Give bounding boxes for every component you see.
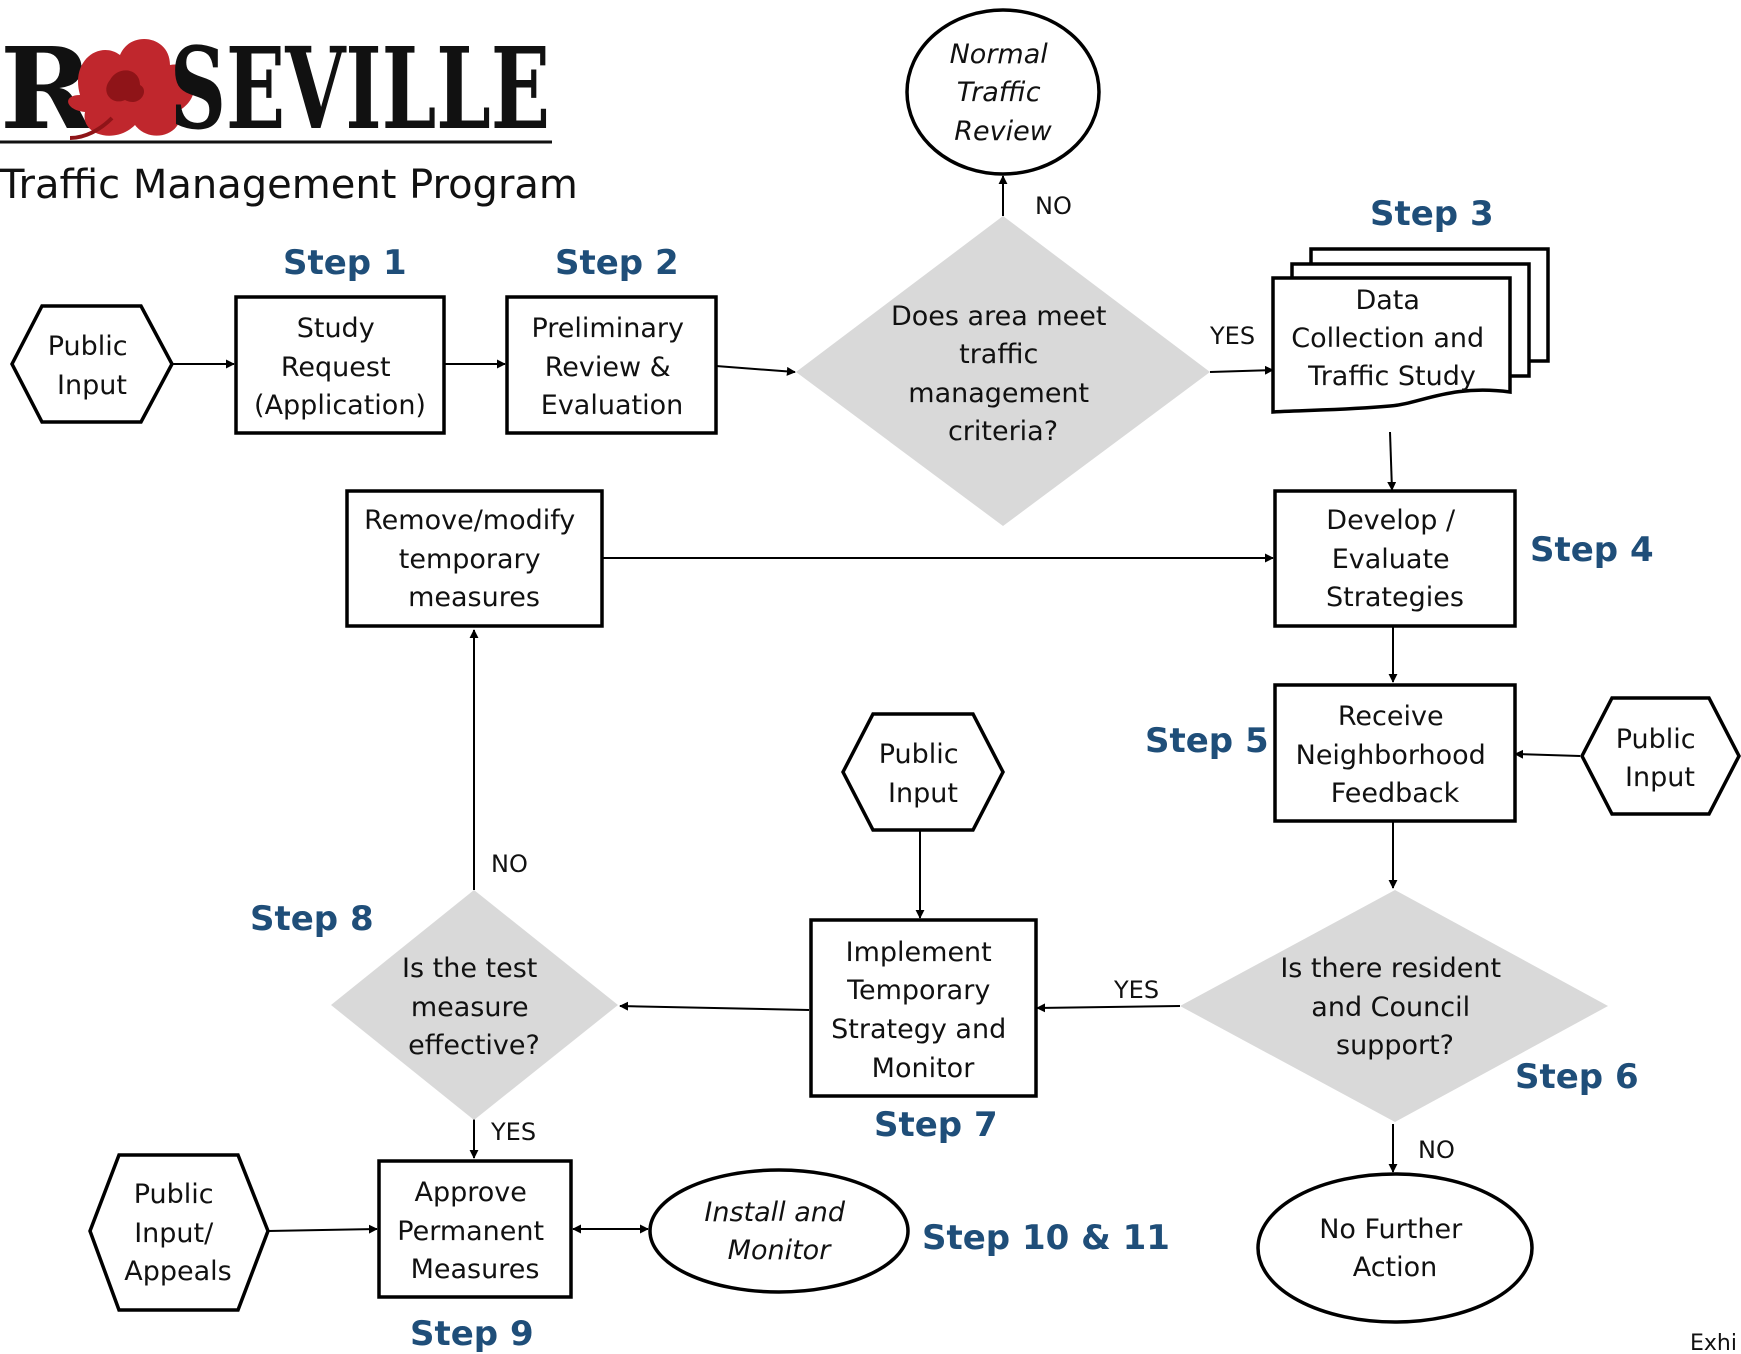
preliminary-review-box: Preliminary Review & Evaluation: [505, 295, 718, 435]
no-further-action-text: No Further Action: [1319, 1214, 1471, 1283]
implement-temporary-box: Implement Temporary Strategy and Monitor: [809, 918, 1038, 1098]
test-decision-diamond: Is the test measure effective?: [331, 890, 618, 1120]
study-request-box: Study Request (Application): [234, 295, 446, 435]
support-decision-text: Is there resident and Council support?: [1280, 953, 1509, 1061]
arrow-support-to-implement: [1036, 1003, 1181, 1013]
arrow-criteria-to-data: [1209, 365, 1274, 375]
public-input-feedback: Public Input: [1580, 696, 1741, 816]
no-further-action-ellipse: No Further Action: [1256, 1172, 1534, 1324]
step-1-label: Step 1: [283, 243, 407, 283]
develop-strategies-box: Develop / Evaluate Strategies: [1273, 489, 1517, 628]
approve-permanent-text: Approve Permanent Measures: [397, 1177, 552, 1285]
step-6-label: Step 6: [1515, 1057, 1639, 1097]
public-input-start: Public Input: [10, 304, 174, 424]
normal-traffic-review-text: Normal Traffic Review: [950, 39, 1057, 147]
public-input-implement: Public Input: [841, 712, 1005, 832]
public-input-feedback-text: Public Input: [1616, 724, 1705, 793]
data-collection-documents: Data Collection and Traffic Study: [1271, 247, 1550, 414]
step-9-label: Step 9: [410, 1314, 534, 1354]
step-2-label: Step 2: [555, 243, 679, 283]
arrow-implement-to-test: [619, 1001, 810, 1011]
study-request-text: Study Request (Application): [254, 313, 426, 421]
step-7-label: Step 7: [874, 1105, 998, 1145]
arrow-public2-to-feedback: [1514, 749, 1581, 759]
remove-modify-box: Remove/modify temporary measures: [345, 489, 604, 628]
develop-strategies-text: Develop / Evaluate Strategies: [1326, 505, 1464, 613]
step-4-label: Step 4: [1530, 530, 1654, 570]
step-5-label: Step 5: [1145, 721, 1269, 761]
arrow-review-to-criteria: [715, 365, 796, 376]
neighborhood-feedback-box: Receive Neighborhood Feedback: [1273, 683, 1517, 823]
criteria-decision-diamond: Does area meet traffic management criter…: [796, 216, 1210, 526]
data-collection-text: Data Collection and Traffic Study: [1291, 285, 1493, 392]
edge-label-yes-support: YES: [1113, 976, 1159, 1004]
install-monitor-text: Install and Monitor: [704, 1197, 853, 1266]
approve-permanent-box: Approve Permanent Measures: [377, 1159, 573, 1299]
neighborhood-feedback-text: Receive Neighborhood Feedback: [1296, 701, 1495, 809]
edge-label-no-test: NO: [491, 850, 528, 878]
edge-label-yes-criteria: YES: [1209, 322, 1255, 350]
step-8-label: Step 8: [250, 899, 374, 939]
criteria-decision-text: Does area meet traffic management criter…: [891, 301, 1115, 447]
logo-wordmark-r: R: [0, 24, 94, 155]
install-monitor-ellipse: Install and Monitor: [648, 1168, 910, 1294]
program-title: Traffic Management Program: [0, 162, 578, 208]
arrow-data-to-develop: [1387, 431, 1397, 491]
connectors: [172, 175, 1581, 1234]
arrow-appeals-to-approve: [267, 1224, 378, 1234]
public-input-implement-text: Public Input: [879, 739, 968, 809]
edge-label-yes-test: YES: [490, 1118, 536, 1146]
support-decision-diamond: Is there resident and Council support?: [1180, 890, 1608, 1122]
step-10-11-label: Step 10 & 11: [922, 1218, 1170, 1258]
normal-traffic-review-ellipse: Normal Traffic Review: [905, 8, 1101, 176]
remove-modify-text: Remove/modify temporary measures: [364, 505, 584, 613]
public-input-appeals-text: Public Input/ Appeals: [124, 1179, 231, 1287]
roseville-logo: R SEVILLE: [0, 24, 552, 155]
rose-emblem: [68, 38, 195, 140]
exhibit-footer: Exhi: [1690, 1331, 1737, 1354]
public-input-start-text: Public Input: [48, 331, 137, 401]
implement-temporary-text: Implement Temporary Strategy and Monitor: [831, 937, 1015, 1084]
logo-wordmark-rest: SEVILLE: [170, 24, 550, 155]
edge-label-no-criteria: NO: [1035, 192, 1072, 220]
step-3-label: Step 3: [1370, 194, 1494, 234]
edge-label-no-support: NO: [1418, 1136, 1455, 1164]
preliminary-review-text: Preliminary Review & Evaluation: [531, 313, 692, 421]
test-decision-text: Is the test measure effective?: [402, 953, 546, 1061]
public-input-appeals: Public Input/ Appeals: [88, 1153, 270, 1312]
